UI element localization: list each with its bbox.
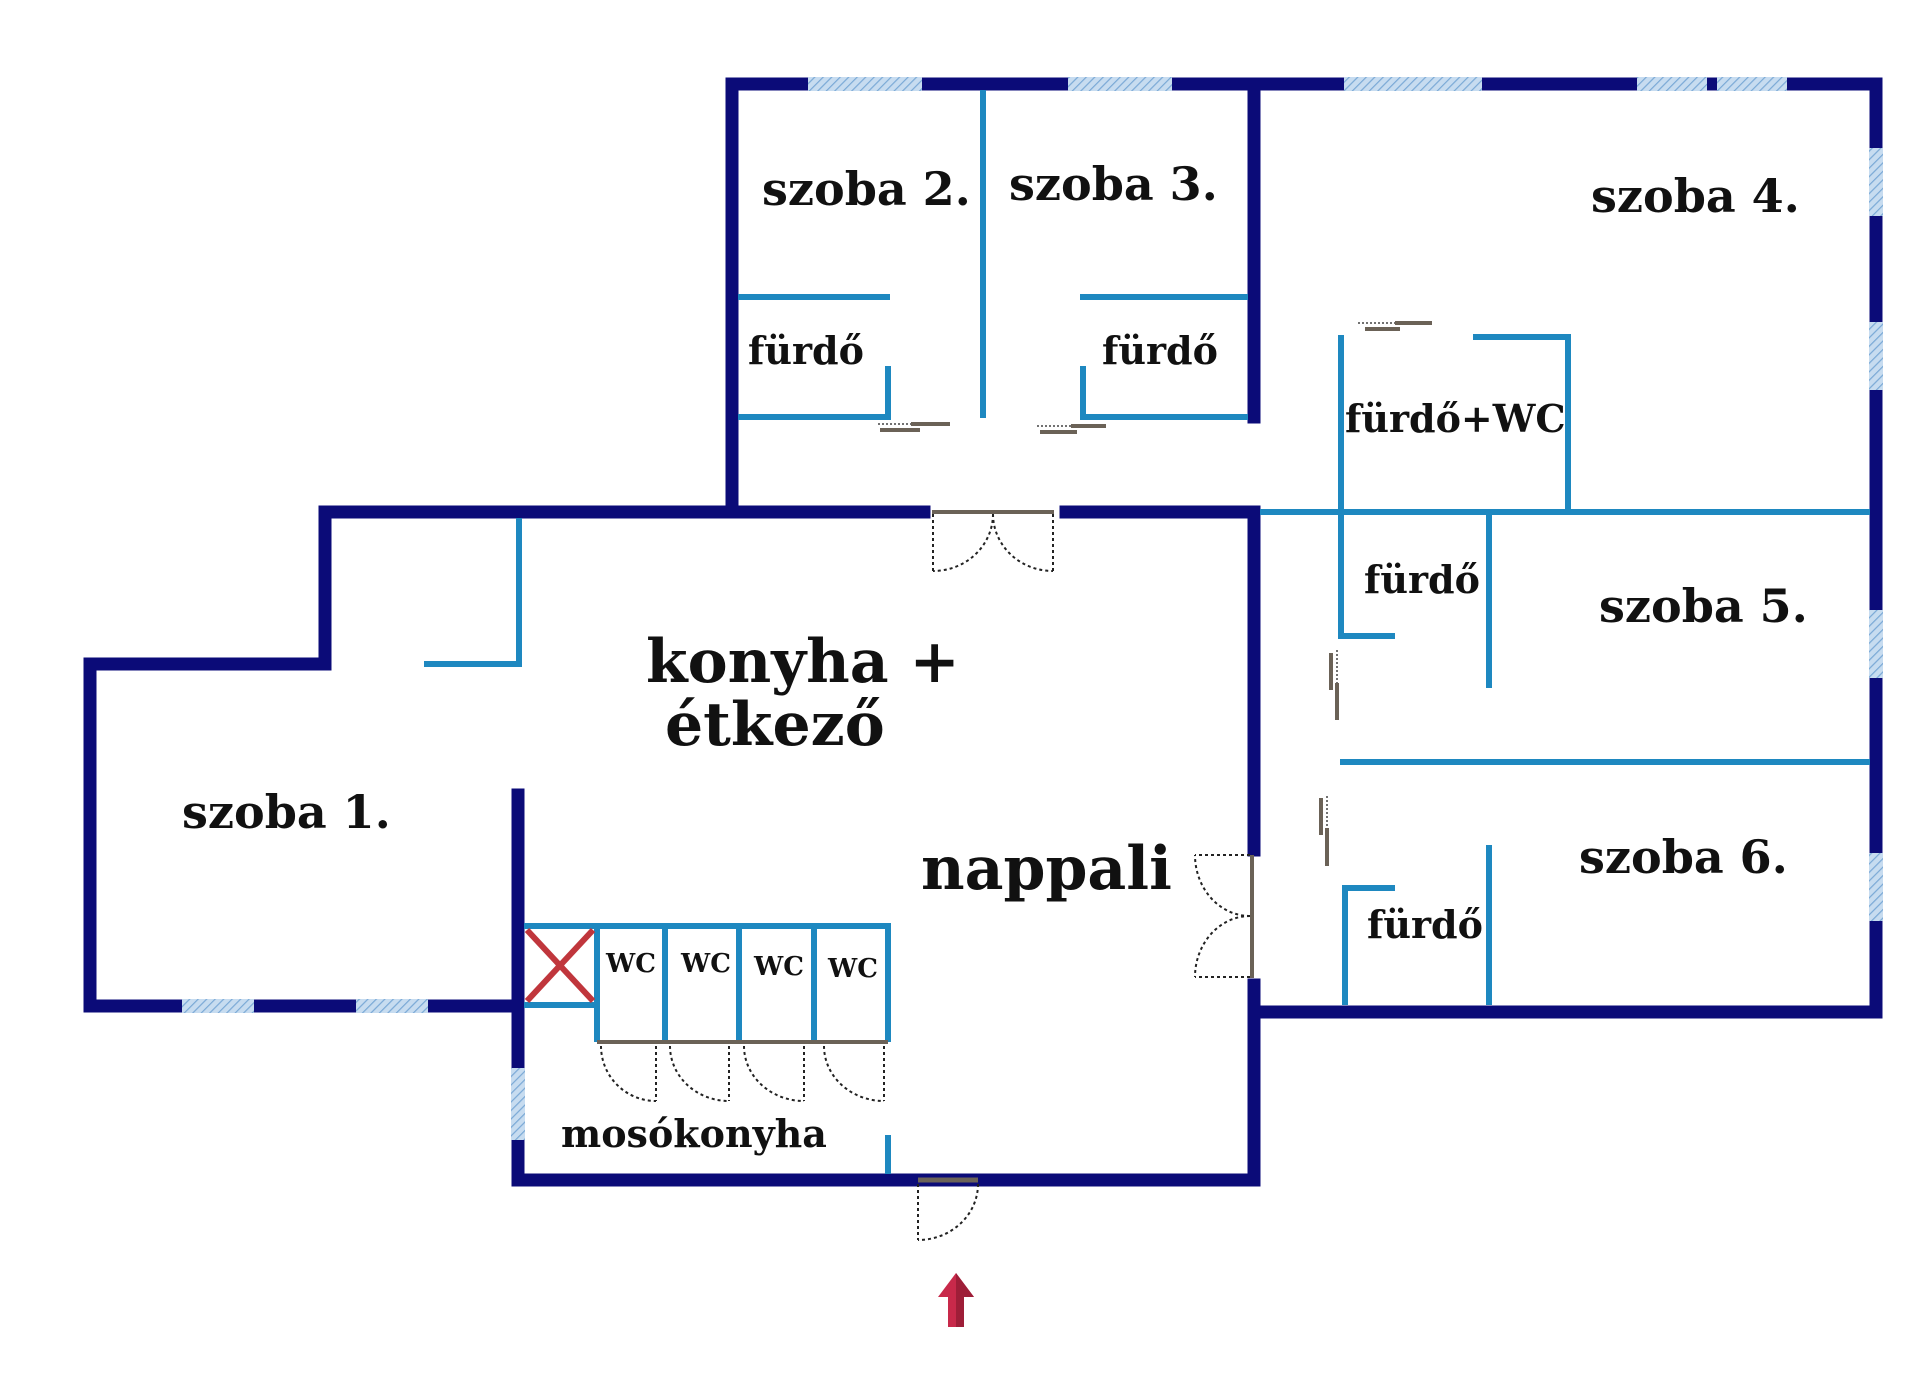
doors xyxy=(597,321,1432,1241)
label-furdo-szoba-3: fürdő xyxy=(1102,328,1218,373)
outer-walls xyxy=(83,77,1883,1187)
label-furdo-szoba-5: fürdő xyxy=(1364,557,1480,602)
shaft-cross-mark xyxy=(524,927,596,1004)
label-furdo-szoba-2: fürdő xyxy=(748,328,864,373)
label-konyha-etkezo-line1: konyha + xyxy=(646,627,960,697)
label-nappali: nappali xyxy=(921,834,1172,904)
label-szoba-1: szoba 1. xyxy=(182,785,391,839)
label-mosokonyha: mosókonyha xyxy=(561,1111,827,1156)
label-szoba-2: szoba 2. xyxy=(762,162,971,216)
label-furdo-szoba-6: fürdő xyxy=(1367,902,1483,947)
label-szoba-4: szoba 4. xyxy=(1591,169,1800,223)
label-wc-4: WC xyxy=(827,954,878,984)
room-labels: szoba 1. szoba 2. szoba 3. szoba 4. szob… xyxy=(182,157,1808,1156)
label-wc-1: WC xyxy=(605,949,656,979)
label-konyha-etkezo-line2: étkező xyxy=(665,690,885,760)
windows xyxy=(182,77,1883,1140)
inner-walls xyxy=(424,90,1870,1174)
entrance-arrow-icon xyxy=(938,1273,974,1327)
label-wc-3: WC xyxy=(753,952,804,982)
label-furdo-wc: fürdő+WC xyxy=(1345,396,1566,441)
label-szoba-5: szoba 5. xyxy=(1599,579,1808,633)
label-wc-2: WC xyxy=(680,949,731,979)
label-szoba-6: szoba 6. xyxy=(1579,830,1788,884)
label-szoba-3: szoba 3. xyxy=(1009,157,1218,211)
